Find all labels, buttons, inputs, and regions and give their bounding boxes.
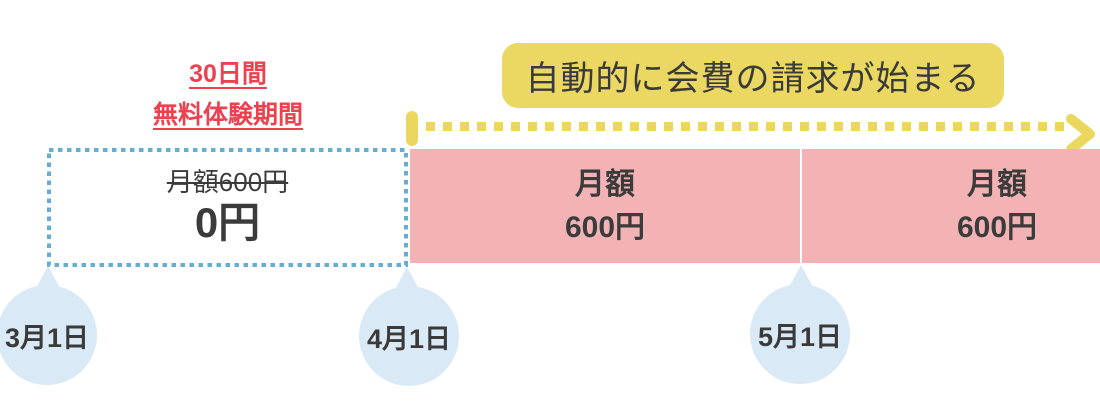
free-trial-box: 月額600円 0円 [47,148,408,267]
trial-duration-text: 30日間 [189,60,267,88]
paid-month-box-april: 月額 600円 [410,149,800,263]
arrow-start-cap [406,111,418,146]
arrow-head-icon [1066,114,1095,154]
date-label: 4月1日 [366,323,452,354]
monthly-fee-amount: 600円 [956,211,1038,244]
date-balloon-may: 5月1日 [750,284,850,384]
date-label: 3月1日 [4,322,90,353]
original-price-strikethrough: 月額600円 [166,167,289,197]
date-balloon-april: 4月1日 [359,286,459,386]
paid-month-box-may: 月額 600円 [802,149,1100,263]
trial-price: 0円 [194,199,261,246]
date-label: 5月1日 [757,321,843,352]
arrow-dotted-line [426,122,1066,131]
monthly-fee-label: 月額 [575,168,635,201]
trial-period-text: 無料体験期間 [152,101,303,129]
date-balloon-march: 3月1日 [0,285,97,385]
free-trial-box-content: 月額600円 0円 [47,148,408,267]
billing-start-text: 自動的に会費の請求が始まる [525,60,981,98]
monthly-fee-label: 月額 [967,168,1027,201]
billing-start-badge: 自動的に会費の請求が始まる [502,43,1004,108]
monthly-fee-amount: 600円 [564,211,646,244]
free-trial-label: 30日間 無料体験期間 [58,54,398,136]
dashed-border [47,148,408,267]
